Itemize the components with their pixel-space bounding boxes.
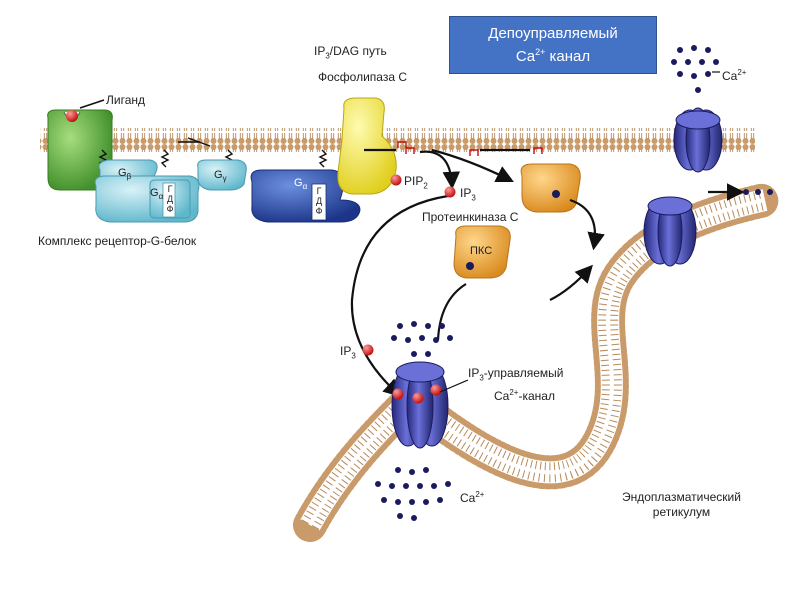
pkc-cytosolic [453,225,511,279]
ip3-channel-label: IP3-управляемый Ca2+-канал [468,366,564,404]
pathway-arrows [350,148,745,397]
phospholipase-label: Фосфолипаза С [318,70,407,84]
ip3-top-label: IP3 [460,186,476,203]
pip2-headgroups [397,141,543,156]
pip2-label: PIP2 [404,174,428,191]
calcium-top-label: Ca2+ [722,68,747,83]
title-box: Депоуправляемый Ca2+ канал [449,16,657,74]
g-alpha2-letter: Gα [294,177,308,192]
g-beta-letter: Gβ [118,167,132,182]
ligand-molecule [66,110,78,122]
g-protein-complex-inactive [94,159,247,223]
membrane-anchors [98,137,328,168]
store-operated-channel [673,107,723,173]
plasma-membrane [40,128,755,152]
pkc-label: ПКС [470,245,493,257]
complex-label: Комплекс рецептор-G-белок [38,234,197,248]
title-line1: Депоуправляемый [488,25,618,42]
phospholipase-c [337,97,397,195]
ip3-left-label: IP3 [340,344,356,361]
pkc-membrane [520,163,581,213]
er-label: Эндоплазматический ретикулум [622,490,741,519]
title-line2: Ca2+ канал [515,47,591,65]
pathway-label: IP3/DAG путь [314,44,387,61]
ip3-gated-channel [391,361,449,449]
er-store-channel [643,196,697,267]
g-gamma-letter: Gγ [214,169,227,184]
label-pointers [439,71,720,393]
g-alpha-active [250,169,361,223]
ligand-label: Лиганд [106,93,145,107]
ligand-pointer [79,99,105,109]
calcium-bottom-label: Ca2+ [460,490,485,505]
g-alpha1-letter: Gα [150,187,164,202]
calcium-ions [375,45,773,521]
ip3-molecules [362,174,456,404]
protein-kinase-label: Протеинкиназа С [422,210,519,224]
er-membrane [293,183,782,542]
